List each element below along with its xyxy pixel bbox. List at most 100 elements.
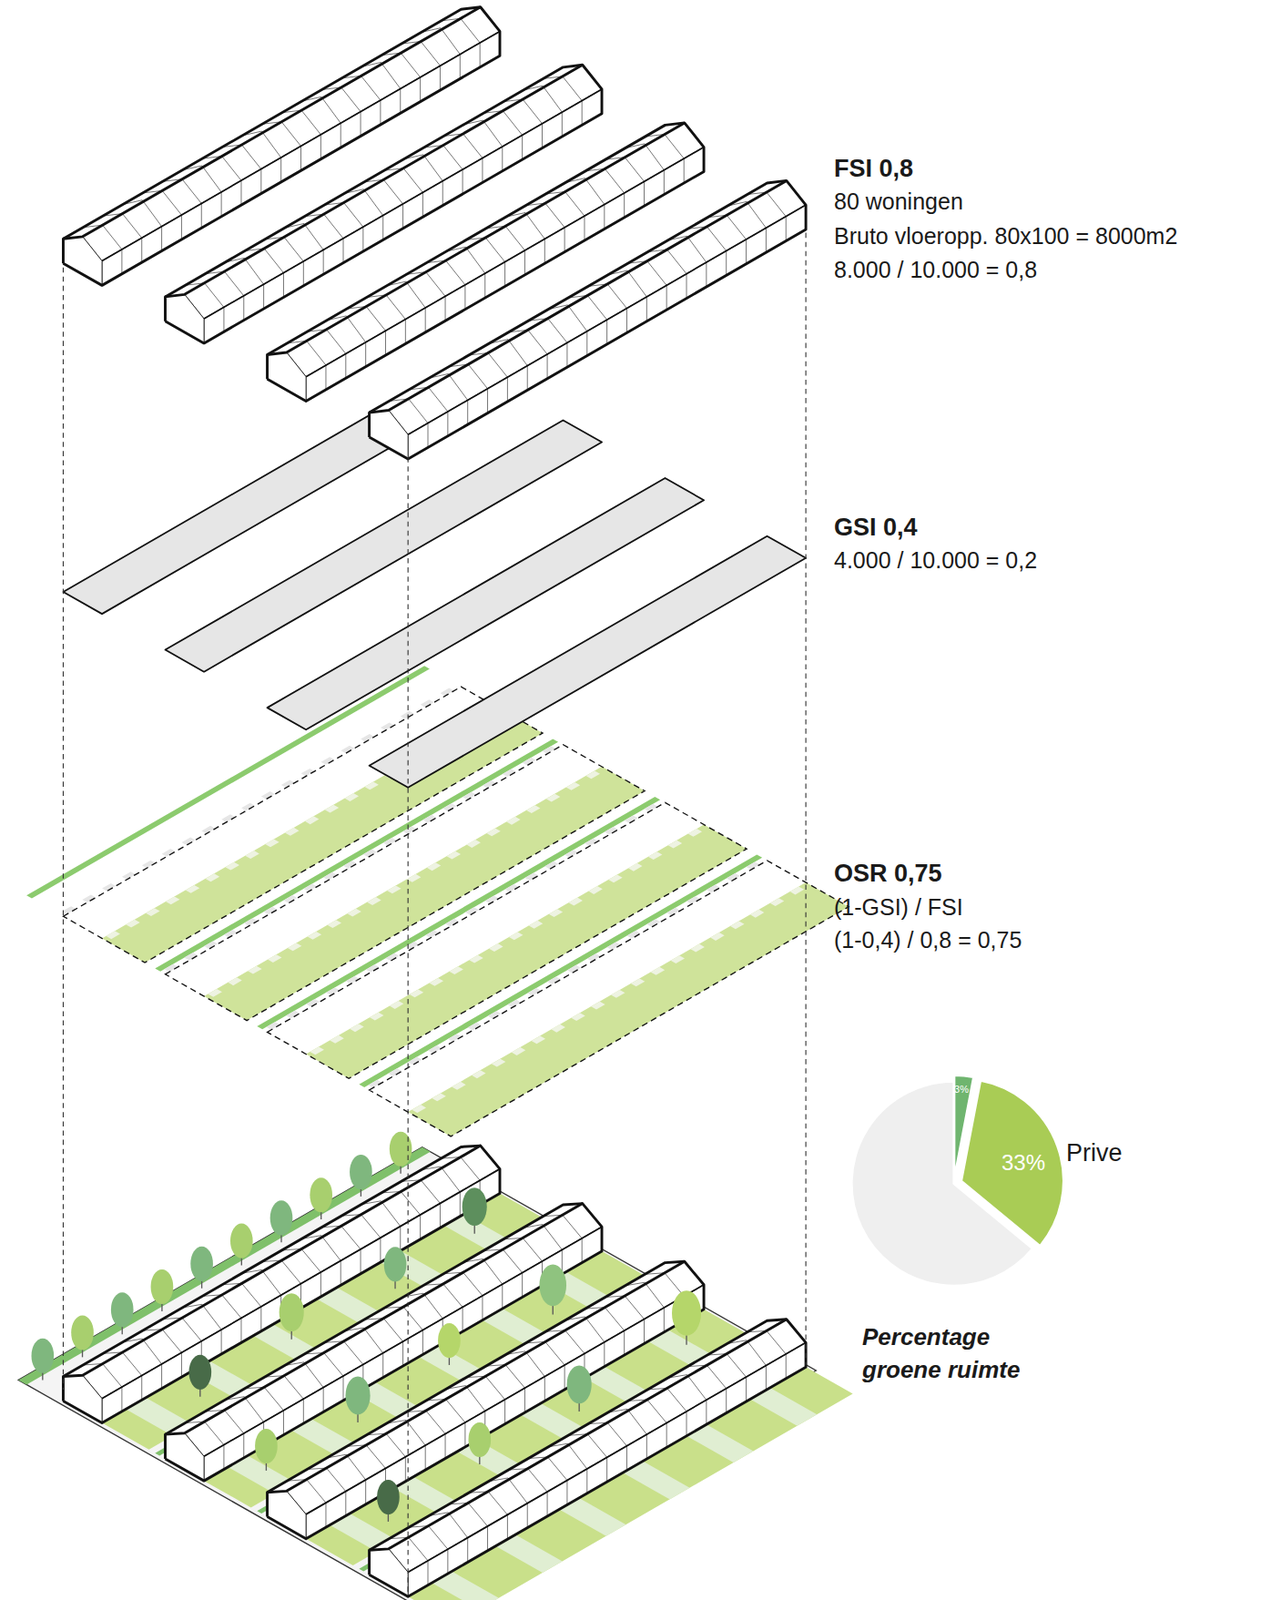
house-divider (604, 168, 624, 194)
house-divider (240, 1317, 242, 1343)
house-divider (402, 1341, 404, 1366)
house-divider (360, 111, 362, 137)
garden-tile (610, 989, 625, 998)
house-divider (222, 156, 242, 182)
house-divider (402, 203, 404, 229)
house-divider (545, 1341, 565, 1365)
tree (31, 1338, 55, 1381)
garden-tile (284, 827, 299, 836)
house-divider (547, 354, 549, 379)
index-formula: (1-0,4) / 0,8 = 0,75 (833, 923, 1022, 956)
garden-tile (586, 770, 600, 779)
garden-tile (346, 908, 361, 917)
house-divider (585, 1316, 605, 1343)
index-note: Bruto vloeropp. 80x100 = 8000m2 (833, 219, 1178, 253)
house-divider (405, 1456, 407, 1482)
house-divider (464, 284, 466, 310)
house-divider (487, 388, 489, 414)
tree (467, 1422, 491, 1465)
house-divider (501, 146, 503, 172)
house-divider (564, 227, 566, 253)
house-divider (425, 307, 427, 333)
house-divider (524, 250, 526, 275)
gable-end (267, 352, 307, 402)
house-divider (142, 1338, 162, 1364)
house-divider (283, 1410, 285, 1435)
garden-tile (165, 895, 180, 905)
house-divider (242, 144, 262, 170)
house-divider (181, 1352, 183, 1377)
house-divider (243, 1433, 245, 1458)
garden-tile (247, 965, 262, 975)
gable-end (165, 294, 205, 344)
house-divider (423, 154, 443, 182)
house-divider (323, 1387, 325, 1413)
house-divider (566, 1480, 568, 1505)
tree-crown (309, 1177, 333, 1212)
garden-tile (431, 1092, 446, 1101)
house-divider (626, 1445, 628, 1471)
house-divider (264, 1386, 284, 1411)
house-divider (623, 1330, 625, 1355)
house-divider (481, 158, 483, 184)
house-divider (585, 178, 605, 205)
house-divider (607, 1422, 627, 1446)
house-divider (528, 329, 548, 355)
house-divider (343, 1375, 345, 1401)
house-divider (204, 1421, 224, 1445)
roof-front (388, 180, 806, 435)
house-divider (644, 1281, 664, 1308)
garden-tile (345, 793, 359, 802)
house-divider (643, 181, 645, 206)
house-divider (581, 101, 583, 126)
garden-tile (648, 851, 662, 860)
house-divider (405, 319, 407, 345)
house-divider (528, 1468, 548, 1493)
house-divider (419, 1214, 421, 1240)
garden-tile (386, 885, 401, 895)
house-divider (447, 1512, 468, 1538)
house-divider (161, 226, 163, 252)
tree-crown (254, 1428, 278, 1464)
house-divider (406, 1419, 426, 1445)
garden-tile (264, 839, 279, 848)
house-divider (420, 40, 440, 66)
house-divider (365, 342, 367, 367)
house-divider (564, 1364, 566, 1390)
house-divider (725, 251, 727, 276)
house-divider (561, 111, 563, 137)
house-divider (428, 1525, 448, 1550)
house-divider (667, 249, 687, 275)
house-divider (746, 1340, 766, 1366)
house-divider (462, 1306, 464, 1332)
house-divider (459, 54, 461, 80)
house-divider (221, 192, 223, 217)
house-divider (445, 1433, 447, 1459)
gable-end (62, 236, 102, 286)
pie-label: Prive (1066, 1136, 1123, 1170)
house-divider (379, 1237, 381, 1262)
gable-end (369, 1548, 409, 1597)
house-divider (439, 1202, 441, 1228)
tree-crown (188, 1354, 212, 1390)
index-note: 80 woningen (833, 184, 964, 218)
house-divider (321, 96, 341, 123)
house-divider (263, 284, 265, 309)
house-divider (428, 386, 448, 412)
garden-tile (508, 931, 523, 940)
house-divider (344, 1341, 364, 1365)
house-divider (304, 223, 324, 250)
garden-tile (466, 839, 480, 848)
house-divider (765, 227, 767, 253)
house-divider (221, 1329, 223, 1354)
house-divider (646, 1433, 648, 1459)
house-divider (439, 65, 441, 91)
garden-tile (349, 1023, 364, 1032)
house-divider (264, 248, 284, 274)
house-divider (663, 1307, 665, 1333)
garden-tile (325, 804, 339, 814)
house-divider (527, 1503, 529, 1528)
house-divider (406, 281, 426, 308)
house-divider (366, 306, 386, 332)
house-divider (663, 170, 665, 195)
